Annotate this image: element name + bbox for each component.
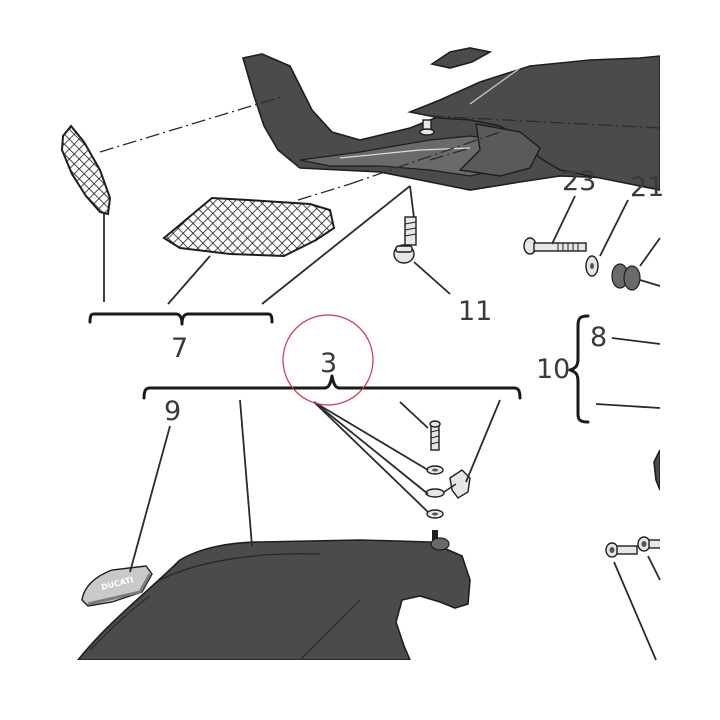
right-edge-part bbox=[653, 449, 660, 491]
highlight-circle bbox=[282, 314, 374, 406]
callout-10: 10 bbox=[536, 354, 570, 385]
callout-9: 9 bbox=[164, 396, 181, 427]
leader-3b bbox=[313, 401, 429, 471]
upper-right-panel bbox=[407, 47, 660, 191]
grommet-part bbox=[611, 263, 660, 291]
callout-11: 11 bbox=[458, 296, 492, 327]
mesh-grille-lower bbox=[162, 196, 336, 258]
axis-line-2 bbox=[297, 183, 351, 201]
leader-right-top bbox=[639, 237, 661, 267]
leader-7c bbox=[261, 185, 411, 305]
callout-21: 21 bbox=[630, 172, 664, 203]
bracket-3 bbox=[142, 374, 522, 400]
axis-line-3 bbox=[349, 131, 501, 185]
callout-3: 3 bbox=[320, 348, 337, 379]
ducati-badge: DUCATI bbox=[81, 565, 153, 607]
axis-line-1 bbox=[99, 95, 285, 153]
washer-part-21 bbox=[585, 255, 599, 277]
leader-11 bbox=[413, 261, 451, 295]
callout-23: 23 bbox=[562, 166, 596, 197]
axis-line-4 bbox=[429, 115, 660, 129]
front-fender-part bbox=[76, 539, 471, 660]
leader-bottom-right bbox=[613, 561, 657, 661]
screw-part-11 bbox=[393, 185, 417, 264]
callout-8: 8 bbox=[590, 322, 607, 353]
screw-part-23 bbox=[523, 237, 587, 255]
leader-3f bbox=[465, 399, 501, 483]
bracket-7 bbox=[88, 312, 274, 326]
leader-8 bbox=[611, 337, 661, 345]
leader-21 bbox=[599, 199, 629, 257]
axis-line-5 bbox=[429, 147, 471, 161]
fastener-stack-part-3 bbox=[425, 420, 471, 551]
leader-3e bbox=[399, 401, 429, 429]
leader-3c bbox=[313, 401, 429, 495]
mesh-grille-side bbox=[60, 124, 112, 216]
brace-10 bbox=[568, 314, 590, 424]
right-screws-part bbox=[605, 536, 660, 558]
leader-right-mid bbox=[647, 555, 661, 581]
leader-7b bbox=[167, 255, 211, 305]
duct-stud bbox=[419, 119, 435, 136]
callout-7: 7 bbox=[171, 333, 188, 364]
leader-10-lower bbox=[595, 403, 661, 409]
leader-3a bbox=[239, 399, 253, 547]
leader-9 bbox=[129, 425, 171, 573]
leader-3d bbox=[313, 401, 429, 513]
leader-23 bbox=[551, 195, 576, 245]
